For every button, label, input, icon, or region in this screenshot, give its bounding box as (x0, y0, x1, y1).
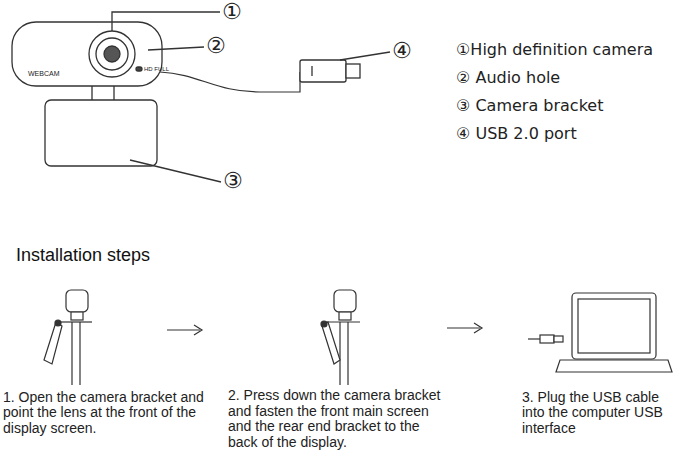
callout-number: ② (206, 34, 226, 58)
part-legend: ③ Camera bracket (456, 97, 603, 115)
device-marking: HD FULL (144, 66, 169, 73)
step-caption: 2. Press down the camera bracket and fas… (228, 388, 450, 450)
part-legend: ①High definition camera (456, 41, 653, 59)
step-caption: 3. Plug the USB cable into the computer … (522, 390, 674, 436)
step-caption: 1. Open the camera bracket and point the… (3, 390, 215, 436)
part-legend: ④ USB 2.0 port (456, 125, 577, 143)
callout-number: ④ (392, 39, 412, 63)
webcam-drawing (12, 12, 390, 182)
step-drawings (44, 290, 672, 385)
callout-number: ① (222, 0, 242, 24)
section-heading: Installation steps (16, 246, 150, 266)
device-marking: WEBCAM (28, 70, 60, 78)
part-legend: ② Audio hole (456, 69, 560, 87)
callout-number: ③ (223, 169, 243, 193)
